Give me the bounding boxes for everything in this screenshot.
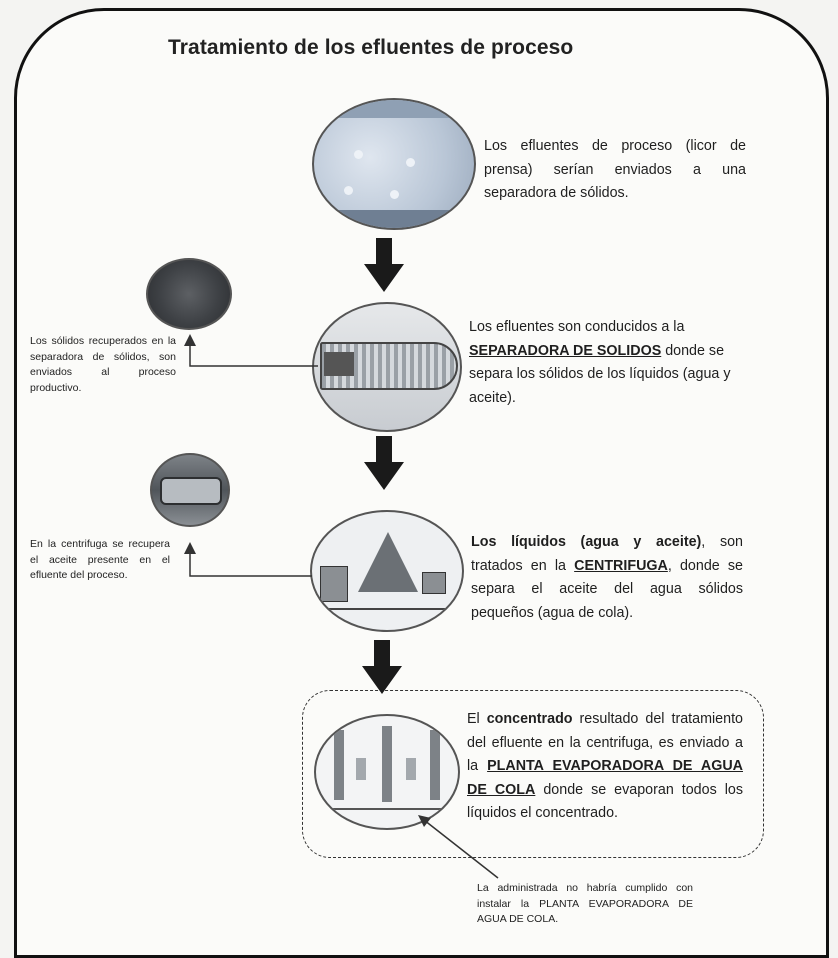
solids-recovered-image	[146, 258, 232, 330]
down-arrow-3	[362, 640, 402, 694]
solids-arrowhead	[184, 334, 196, 346]
step4-description: El concentrado resultado del tratamiento…	[467, 711, 743, 821]
oil-arrowhead	[184, 542, 196, 554]
solids-connector	[189, 342, 318, 367]
compliance-pointer	[423, 819, 499, 879]
centrifuge-image	[310, 510, 464, 632]
centrifuge-link: CENTRIFUGA	[574, 557, 668, 574]
solids-side-note: Los sólidos recuperados en la separadora…	[30, 335, 176, 394]
oil-side-note: En la centrifuga se recupera el aceite p…	[30, 538, 170, 581]
down-arrow-2	[364, 436, 404, 490]
down-arrow-1	[364, 238, 404, 292]
evaporator-link: PLANTA EVAPORADORA DE AGUA DE COLA	[467, 758, 743, 798]
separator-link: SEPARADORA DE SOLIDOS	[469, 342, 662, 359]
oil-recovered-image	[150, 453, 230, 527]
step2-description: Los efluentes son conducidos a la SEPARA…	[469, 319, 731, 406]
evaporator-image	[314, 714, 460, 830]
compliance-arrowhead	[418, 815, 431, 827]
evaporator-box	[302, 690, 764, 858]
compliance-note: La administrada no habría cumplido con i…	[477, 882, 693, 925]
step1-description: Los efluentes de proceso (licor de prens…	[484, 138, 746, 201]
oil-connector	[189, 550, 312, 577]
diagram-title: Tratamiento de los efluentes de proceso	[168, 36, 574, 59]
solids-separator-image	[312, 302, 462, 432]
step3-description: Los líquidos (agua y aceite), son tratad…	[471, 534, 743, 621]
effluent-image	[312, 98, 476, 230]
